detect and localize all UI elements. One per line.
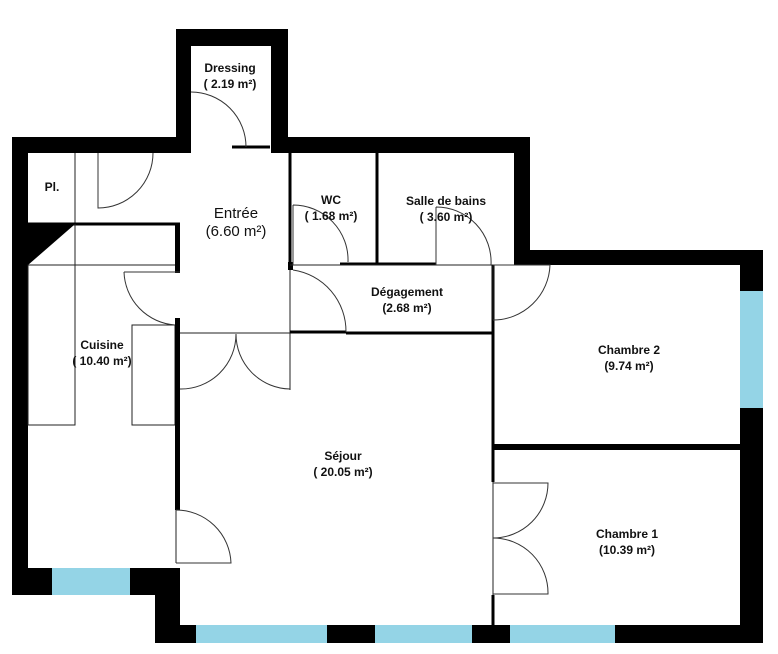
window-cuisine (52, 568, 130, 595)
room-area-entree: (6.60 m²) (206, 223, 267, 240)
room-area-cuisine: ( 10.40 m²) (72, 354, 131, 368)
door-chambre2 (492, 264, 551, 321)
door-sejour-side (175, 509, 232, 564)
door-degagement (292, 269, 347, 333)
dressing-right-wall (271, 29, 288, 153)
door-wc (292, 204, 349, 265)
room-name-chambre1: Chambre 1 (596, 527, 658, 541)
room-area-degagement: (2.68 m²) (382, 301, 431, 315)
window-sejour-1 (196, 625, 327, 643)
dressing-left-wall (176, 29, 191, 153)
room-area-chambre1: (10.39 m²) (599, 543, 655, 557)
top-wall-left (12, 137, 191, 153)
door-sejour-double (179, 333, 291, 390)
room-name-placard: Pl. (45, 180, 60, 194)
windows (52, 291, 763, 643)
room-area-wc: ( 1.68 m²) (305, 209, 358, 223)
room-area-dressing: ( 2.19 m²) (204, 77, 257, 91)
window-chambre1 (510, 625, 615, 643)
door-dressing (190, 91, 247, 148)
kitchen-counter-right (131, 324, 176, 426)
room-area-sejour: ( 20.05 m²) (313, 465, 372, 479)
room-name-entree: Entrée (214, 205, 258, 222)
room-name-dressing: Dressing (204, 61, 255, 75)
window-chambre2 (740, 291, 763, 408)
door-salle-de-bains (435, 206, 492, 266)
room-area-chambre2: (9.74 m²) (604, 359, 653, 373)
doors (97, 91, 551, 595)
room-name-cuisine: Cuisine (80, 338, 124, 352)
shaft (28, 225, 74, 265)
kitchen-counter-left (27, 264, 76, 426)
dressing-top-wall (176, 29, 288, 46)
interior-walls (27, 145, 740, 625)
bedroom-top-wall (514, 250, 763, 265)
room-name-wc: WC (321, 193, 341, 207)
room-labels: Dressing ( 2.19 m²) Pl. Entrée (6.60 m²)… (45, 61, 661, 557)
window-sejour-2 (375, 625, 472, 643)
room-name-sejour: Séjour (324, 449, 362, 463)
room-name-chambre2: Chambre 2 (598, 343, 660, 357)
left-wall (12, 137, 28, 595)
bathroom-right-wall (514, 137, 530, 265)
room-name-salle-de-bains: Salle de bains (406, 194, 486, 208)
door-placard (97, 152, 154, 209)
top-wall-right (271, 137, 530, 153)
room-area-salle-de-bains: ( 3.60 m²) (420, 210, 473, 224)
door-cuisine (123, 271, 180, 326)
door-chambre1-double (492, 482, 549, 595)
room-name-degagement: Dégagement (371, 285, 443, 299)
